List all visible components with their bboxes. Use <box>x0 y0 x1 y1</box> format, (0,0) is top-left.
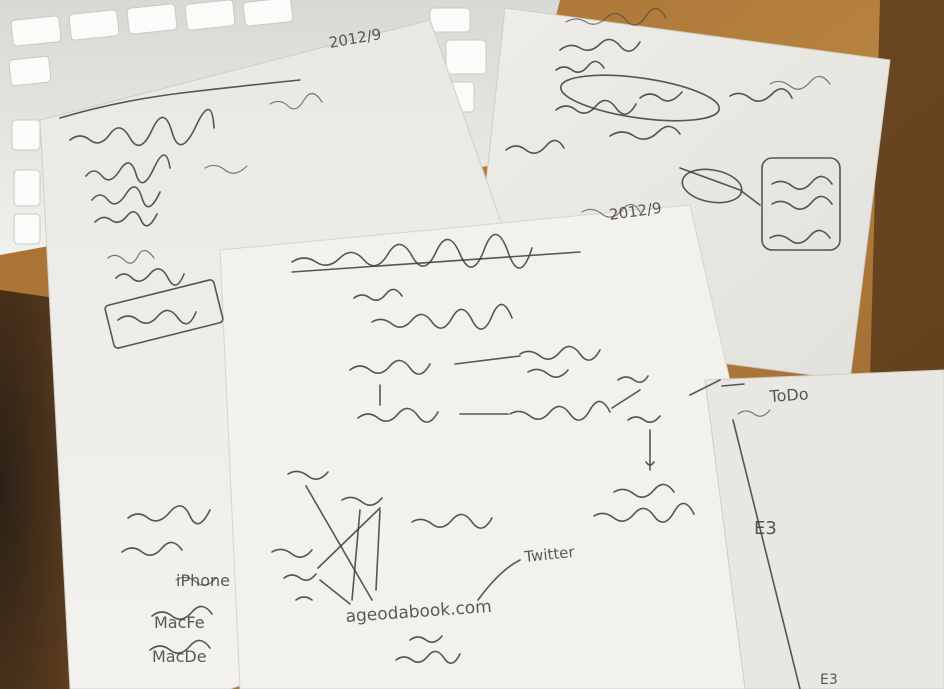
note-todo: ToDo <box>768 384 809 406</box>
note-iphone: iPhone <box>176 571 230 590</box>
note-twitter: Twitter <box>523 543 577 566</box>
right-paper-notes <box>505 7 841 251</box>
right-dark-edge <box>870 0 944 420</box>
right-small-paper-notes <box>721 383 771 417</box>
center-paper-mindmap <box>271 233 721 664</box>
paper-right <box>704 369 944 689</box>
note-e3: E3 <box>754 518 777 539</box>
note-mac-2: MacDe <box>152 647 207 666</box>
paper-center <box>219 204 801 689</box>
note-bottom-right: E3 <box>820 672 838 688</box>
note-mac-1: MacFe <box>154 613 205 632</box>
paper-right-fold-line <box>732 419 801 689</box>
left-paper-notes <box>59 79 323 654</box>
